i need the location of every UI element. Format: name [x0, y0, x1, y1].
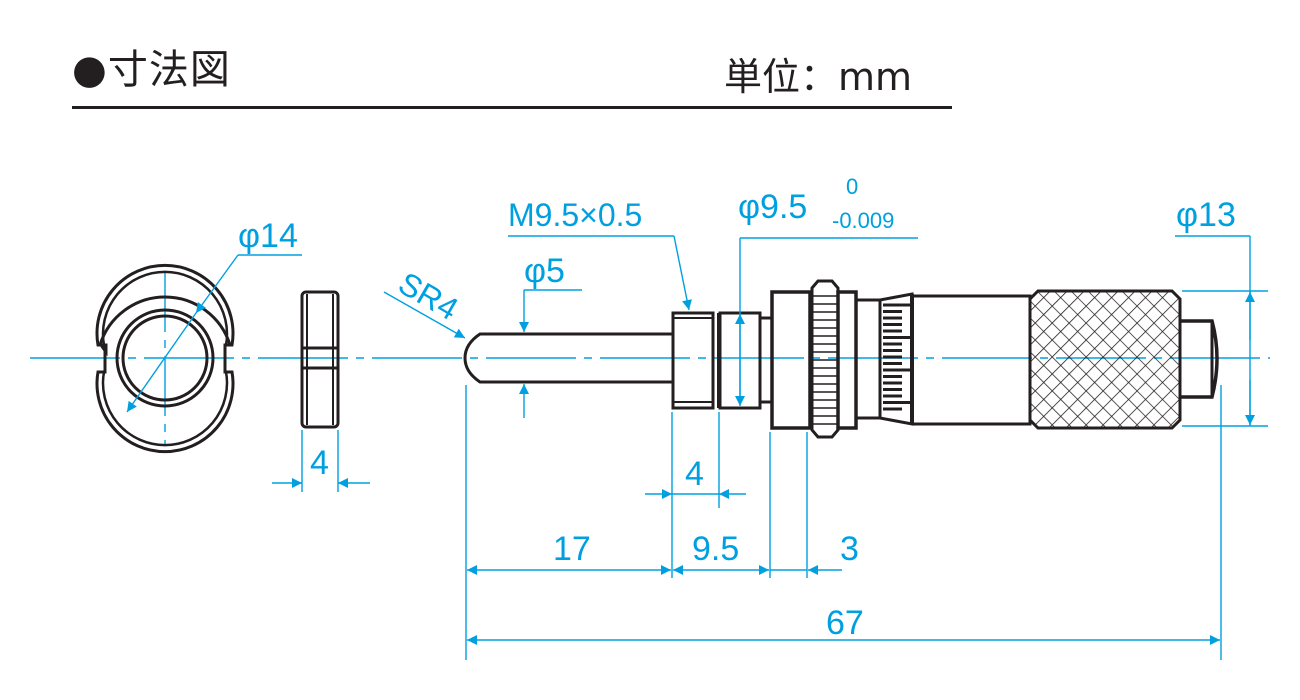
collar-width-label: 3 — [840, 530, 859, 568]
stem-diameter-label: φ9.5 — [738, 188, 807, 226]
lock-nut-width-dimension: 4 — [645, 455, 746, 499]
stem-length-dimension: 9.5 — [673, 530, 769, 575]
collar-knurl-lines — [813, 295, 837, 425]
stem-tolerance-upper: 0 — [846, 174, 858, 199]
spindle-diameter-dimension: φ5 — [519, 252, 582, 418]
title-underline — [72, 106, 952, 109]
spindle — [463, 332, 673, 384]
lock-nut-side-view — [300, 290, 340, 429]
thread-spec-callout: M9.5×0.5 — [508, 197, 692, 311]
thread-spec-label: M9.5×0.5 — [508, 197, 642, 233]
unit-label: 単位：mm — [724, 55, 913, 99]
thimble-diameter-dimension: φ13 — [1175, 196, 1268, 427]
thimble-diameter-label: φ13 — [1176, 196, 1236, 234]
spindle-tip-radius: SR4 — [383, 265, 466, 339]
spindle-diameter-label: φ5 — [524, 252, 565, 290]
spindle-length-dimension: 17 — [467, 530, 671, 575]
ratchet-knurled-knob — [1028, 289, 1182, 430]
sleeve-scale-ticks — [883, 303, 910, 411]
stem-section — [718, 311, 772, 410]
collar-width-dimension: 3 — [770, 530, 859, 575]
spindle-length-label: 17 — [553, 530, 591, 568]
overall-length-dimension: 67 — [467, 604, 1220, 645]
stem-diameter-dimension: φ9.5 0 -0.009 — [735, 174, 918, 406]
nut-diameter-label: φ14 — [238, 217, 298, 255]
lock-nut-width-label: 4 — [685, 455, 704, 493]
nut-inner-bore-outer — [115, 308, 215, 408]
page-title: ●寸法図 — [72, 47, 231, 93]
sleeve — [856, 292, 914, 426]
nut-thickness-dimension: 4 — [272, 430, 370, 492]
lock-nut-front-view — [95, 263, 235, 454]
collar — [770, 279, 858, 439]
extension-lines — [465, 385, 1222, 660]
thread-section — [671, 311, 719, 410]
stem-length-label: 9.5 — [692, 530, 739, 568]
thimble — [912, 294, 1032, 426]
nut-thickness-label: 4 — [310, 444, 329, 482]
stem-tolerance-lower: -0.009 — [832, 208, 894, 233]
ratchet-end-cap — [1180, 319, 1219, 399]
nut-inner-bore — [121, 314, 209, 402]
nut-diameter-dimension: φ14 — [126, 217, 302, 413]
overall-length-label: 67 — [826, 604, 864, 642]
